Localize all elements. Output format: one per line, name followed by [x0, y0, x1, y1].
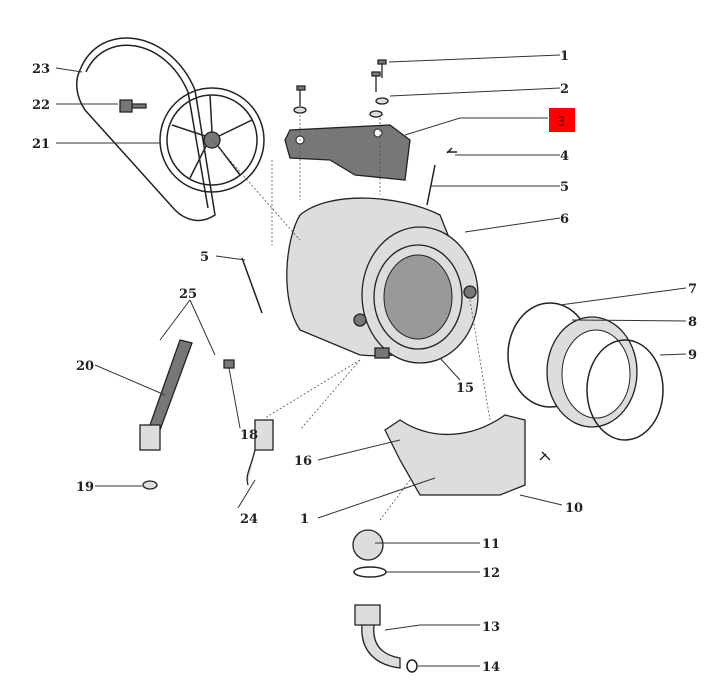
shock-absorber: [149, 339, 193, 431]
label-4: 4: [560, 149, 569, 164]
ball-valve: [352, 529, 384, 561]
sump-hose: [354, 604, 401, 669]
counterweight-bracket: [284, 124, 411, 181]
tub-support-bracket: [384, 414, 526, 496]
label-9: 9: [688, 348, 697, 363]
label-22: 22: [32, 98, 50, 113]
label-10: 10: [565, 501, 583, 516]
label-15: 15: [456, 381, 474, 396]
tub-assembly: [286, 197, 479, 364]
label-1-lower: 1: [300, 512, 309, 527]
label-19: 19: [76, 480, 94, 495]
label-18: 18: [240, 428, 258, 443]
label-21: 21: [32, 137, 50, 152]
label-11: 11: [482, 537, 500, 552]
label-14: 14: [482, 660, 500, 675]
label-16: 16: [294, 454, 312, 469]
pulley-bolt: [119, 99, 147, 113]
label-2: 2: [560, 82, 569, 97]
label-12: 12: [482, 566, 500, 581]
clamp-ring: [586, 339, 664, 441]
label-5-left: 5: [200, 250, 209, 265]
label-6: 6: [560, 212, 569, 227]
label-8: 8: [688, 315, 697, 330]
label-25: 25: [179, 287, 197, 302]
highlight-box-3: [549, 108, 575, 132]
label-20: 20: [76, 359, 94, 374]
drain-hose: [246, 419, 274, 486]
label-7: 7: [688, 282, 697, 297]
label-5: 5: [560, 180, 569, 195]
drive-belt: [75, 37, 216, 222]
label-13: 13: [482, 620, 500, 635]
label-3: 3: [557, 115, 565, 130]
label-23: 23: [32, 62, 50, 77]
label-24: 24: [240, 512, 258, 527]
label-1: 1: [560, 49, 569, 64]
